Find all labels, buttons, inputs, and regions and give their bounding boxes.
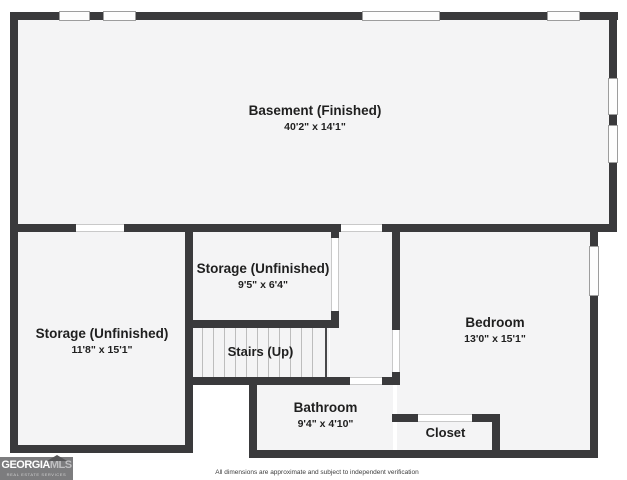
- bedroom-label: Bedroom 13'0" x 15'1": [400, 315, 590, 346]
- house-roof-icon: [46, 455, 67, 461]
- window-top-2: [103, 11, 136, 21]
- wall-closet-right: [492, 414, 500, 458]
- hallway-area: [330, 231, 394, 378]
- storage-left-label: Storage (Unfinished) 11'8" x 15'1": [18, 326, 186, 357]
- wall-stairs-bottom: [193, 377, 400, 385]
- closet-label: Closet: [397, 425, 494, 441]
- bedroom-dims: 13'0" x 15'1": [464, 332, 526, 345]
- wall-storage-left-bottom: [10, 445, 193, 453]
- stairs-area: [192, 327, 329, 378]
- wall-basement-right: [609, 12, 617, 232]
- door-hallway-to-bedroom: [392, 330, 400, 372]
- bathroom-name: Bathroom: [293, 400, 358, 415]
- bathroom-label: Bathroom 9'4" x 4'10": [257, 400, 394, 431]
- basement-room: [17, 19, 611, 225]
- logo-text-mls: MLS: [46, 455, 72, 471]
- closet-name: Closet: [425, 425, 466, 440]
- stair-tread: [268, 328, 269, 377]
- storage-mid-room: [192, 231, 333, 322]
- stair-tread: [301, 328, 302, 377]
- bathroom-dims: 9'4" x 4'10": [297, 417, 354, 430]
- stair-tread: [312, 328, 313, 377]
- bathroom-room: [255, 384, 393, 452]
- door-basement-to-hallway: [341, 224, 382, 232]
- stair-right-edge: [325, 328, 327, 377]
- door-bedroom-to-closet: [418, 414, 472, 422]
- logo-tagline: REAL ESTATE SERVICES: [6, 472, 67, 477]
- stair-tread: [246, 328, 247, 377]
- stair-tread: [235, 328, 236, 377]
- storage-mid-dims: 9'5" x 6'4": [238, 278, 288, 291]
- basement-name: Basement (Finished): [248, 103, 382, 118]
- door-basement-to-storage-left: [76, 224, 124, 232]
- stair-tread: [202, 328, 203, 377]
- wall-stairs-top: [193, 320, 339, 328]
- basement-dims: 40'2" x 14'1": [284, 120, 346, 133]
- window-top-4: [547, 11, 580, 21]
- storage-left-room: [17, 231, 186, 446]
- stair-tread: [213, 328, 214, 377]
- closet-room: [397, 421, 494, 452]
- window-right-1: [608, 78, 618, 115]
- bedroom-name: Bedroom: [465, 315, 525, 330]
- window-top-1: [59, 11, 90, 21]
- window-top-3: [362, 11, 440, 21]
- wall-storage-divider: [185, 224, 193, 453]
- stair-tread: [290, 328, 291, 377]
- wall-bottom-right-section: [249, 450, 598, 458]
- wall-bedroom-right: [590, 224, 598, 458]
- window-right-2: [608, 125, 618, 163]
- stair-tread: [257, 328, 258, 377]
- wall-bathroom-left: [249, 377, 257, 458]
- wall-top: [10, 12, 618, 20]
- wall-basement-bottom: [10, 224, 617, 232]
- storage-left-name: Storage (Unfinished): [35, 326, 169, 341]
- stair-tread: [279, 328, 280, 377]
- stairs-label: Stairs (Up): [193, 344, 328, 360]
- storage-mid-name: Storage (Unfinished): [196, 261, 330, 276]
- storage-left-dims: 11'8" x 15'1": [71, 343, 133, 356]
- wall-storage-mid-right-stub: [331, 224, 339, 238]
- door-hallway-to-bathroom: [350, 377, 382, 385]
- logo-wordmark: GEORGIA MLS: [1, 455, 72, 471]
- storage-mid-label: Storage (Unfinished) 9'5" x 6'4": [193, 261, 333, 292]
- georgia-mls-logo: GEORGIA MLS REAL ESTATE SERVICES: [0, 455, 73, 480]
- logo-text-georgia: GEORGIA: [1, 459, 50, 471]
- opening-storage-mid-to-hallway: [331, 238, 339, 311]
- wall-bedroom-left: [392, 224, 400, 385]
- stair-tread: [224, 328, 225, 377]
- wall-storage-mid-right-corner: [331, 311, 339, 328]
- stairs-name: Stairs (Up): [227, 344, 294, 359]
- window-bedroom-right: [589, 246, 599, 296]
- basement-label: Basement (Finished) 40'2" x 14'1": [165, 103, 465, 134]
- wall-left: [10, 12, 18, 453]
- disclaimer-text: All dimensions are approximate and subje…: [215, 469, 419, 476]
